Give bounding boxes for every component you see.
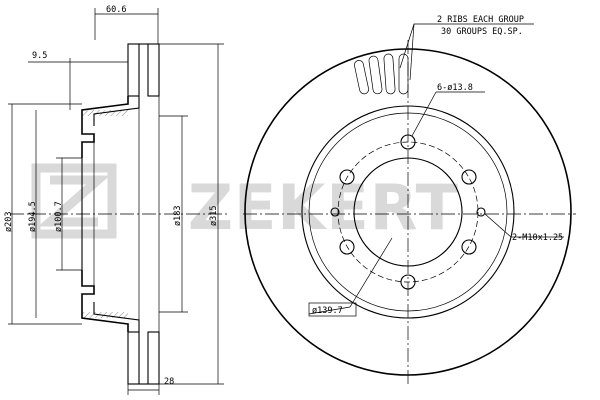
dim-disc-thickness: 28 xyxy=(164,377,174,387)
bolt-hole xyxy=(461,169,477,185)
hat-profile-bottom xyxy=(81,270,129,332)
front-view: 2 RIBS EACH GROUP 30 GROUPS EQ.SP. 6-ø13… xyxy=(243,15,576,385)
bolt-hole xyxy=(339,169,355,185)
friction-plate-inner-top xyxy=(127,43,140,97)
center-bore xyxy=(353,157,463,267)
bolt-hole xyxy=(461,239,477,255)
dim-194-5: ø194.5 xyxy=(28,201,38,232)
bolt-hole xyxy=(400,274,416,290)
hat-edge xyxy=(308,112,508,312)
note-ribs-line1: 2 RIBS EACH GROUP xyxy=(437,15,524,25)
note-ribs-line2: 30 GROUPS EQ.SP. xyxy=(441,27,523,37)
bolt-hole xyxy=(400,134,416,150)
dim-threads: 2-M10x1.25 xyxy=(512,233,563,243)
bolt-holes xyxy=(339,134,477,290)
dim-pcd: ø139.7 xyxy=(312,306,343,316)
friction-inner-edge xyxy=(301,105,515,319)
friction-plate-inner-bottom xyxy=(127,331,140,385)
watermark-brand: ZEKERT xyxy=(188,171,459,244)
pcd-circle xyxy=(337,141,479,283)
friction-plate-outer-top xyxy=(147,43,160,97)
dim-203: ø203 xyxy=(4,212,14,232)
cooling-ribs xyxy=(354,53,409,95)
friction-plate-outer-bottom xyxy=(147,331,160,385)
bolt-hole xyxy=(339,239,355,255)
hat-profile-top xyxy=(81,96,129,158)
side-view: 60.6 9.5 28 ø203 ø194.5 ø100.7 ø183 ø315 xyxy=(4,5,230,395)
zekert-logo-icon xyxy=(31,163,117,239)
dim-holes: 6-ø13.8 xyxy=(437,83,473,93)
watermark: ZEKERT xyxy=(31,163,459,244)
dim-315: ø315 xyxy=(209,206,219,226)
dim-hat-depth: 9.5 xyxy=(32,51,47,61)
threaded-hole xyxy=(330,207,340,217)
dim-183: ø183 xyxy=(173,206,183,226)
threaded-hole xyxy=(476,207,486,217)
dim-100-7: ø100.7 xyxy=(54,201,64,232)
dim-overall-width: 60.6 xyxy=(106,5,126,15)
disc-outer-edge xyxy=(244,48,572,376)
